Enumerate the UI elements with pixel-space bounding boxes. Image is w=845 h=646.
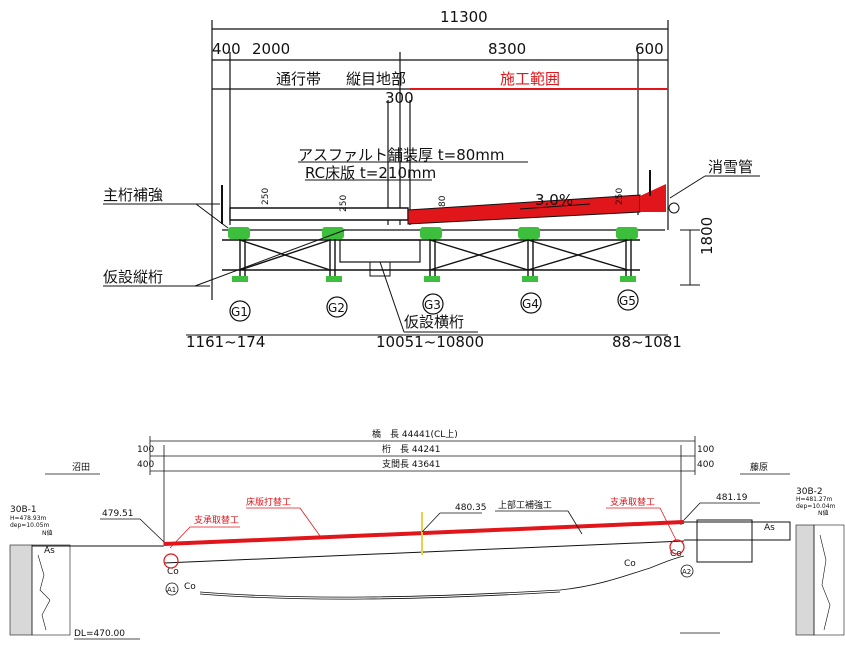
elev-right: 481.19 [716, 493, 748, 503]
label-temp-stringer: 仮設縦桁 [103, 268, 163, 286]
borehole-right: 30B-2 H=481.27m dep=10.04m N値 [795, 487, 845, 636]
work-super: 上部工補強工 [498, 499, 552, 511]
dim-250a: 250 [261, 188, 271, 205]
span-length: 支間長 43641 [382, 458, 441, 470]
note-asphalt: アスファルト舗装厚 t=80mm [298, 146, 505, 164]
dim-right-400: 400 [697, 460, 714, 470]
dim-left-400: 400 [137, 460, 154, 470]
girder-g3: G3 [424, 298, 441, 312]
label-temp-cross: 仮設横桁 [404, 313, 464, 331]
zone-traffic: 通行帯 [276, 70, 321, 88]
girder-g5: G5 [619, 294, 636, 308]
cross-section: 11300 400 2000 8300 600 通行帯 縦目地部 施工範囲 30… [103, 8, 760, 351]
dim-300: 300 [385, 89, 414, 107]
dim-8300: 8300 [488, 40, 526, 58]
label-girder-reinf: 主桁補強 [103, 186, 163, 204]
abutment-a1: A1 [167, 586, 176, 594]
deck-replace-line [163, 520, 685, 546]
dim-600: 600 [635, 40, 664, 58]
note-snow-pipe: 消雪管 [708, 158, 753, 176]
profile: 橋 長 44441(CL上) 桁 長 44241 支間長 43641 100 1… [9, 428, 845, 640]
borehole-right-nval: N値 [818, 509, 829, 517]
soil-co-3: Co [624, 559, 636, 569]
soil-as-right: As [764, 523, 775, 533]
borehole-right-dep: dep=10.04m [796, 503, 836, 510]
bridge-length: 橋 長 44441(CL上) [372, 428, 458, 440]
soil-co-1: Co [167, 567, 179, 577]
borehole-right-id: 30B-2 [796, 487, 823, 497]
borehole-left-h: H=478.93m [10, 515, 47, 522]
girder-g2: G2 [328, 301, 345, 315]
dim-400: 400 [212, 40, 241, 58]
borehole-left-id: 30B-1 [10, 505, 37, 515]
work-slab: 床版打替工 [246, 496, 291, 508]
place-left: 沼田 [72, 462, 90, 473]
work-bearing-right: 支承取替工 [610, 496, 655, 508]
soil-as-left: As [44, 546, 55, 556]
dim-2000: 2000 [252, 40, 290, 58]
borehole-left: 30B-1 H=478.93m dep=10.05m N値 [9, 505, 71, 636]
borehole-left-dep: dep=10.05m [10, 522, 50, 529]
girder-g4: G4 [522, 297, 539, 311]
dim-1800: 1800 [698, 217, 716, 255]
borehole-right-h: H=481.27m [796, 496, 833, 503]
slope-label: 3.0% [535, 191, 573, 209]
girder-length: 桁 長 44241 [382, 443, 441, 455]
borehole-left-nval: N値 [42, 529, 53, 537]
abutment-a2: A2 [682, 568, 691, 576]
work-bearing-left: 支承取替工 [194, 514, 239, 526]
zone-work: 施工範囲 [500, 70, 560, 88]
dim-bottom-center: 10051~10800 [376, 333, 484, 351]
elev-left: 479.51 [102, 509, 134, 519]
soil-co-2: Co [184, 582, 196, 592]
dim-250b: 250 [339, 195, 349, 212]
dim-80: 80 [438, 195, 448, 207]
dim-bottom-left: 1161~174 [186, 333, 265, 351]
note-rc-slab: RC床版 t=210mm [305, 164, 436, 182]
datum-line: DL=470.00 [74, 629, 125, 639]
dim-250c: 250 [615, 188, 625, 205]
place-right: 藤原 [750, 461, 768, 473]
elev-mid: 480.35 [455, 503, 487, 513]
snow-pipe-block [640, 184, 666, 212]
dim-right-100: 100 [697, 445, 714, 455]
zone-joint: 縦目地部 [346, 70, 406, 88]
dim-bottom-right: 88~1081 [612, 333, 682, 351]
dim-left-100: 100 [137, 445, 154, 455]
dim-total: 11300 [440, 8, 488, 26]
girder-g1: G1 [231, 305, 248, 319]
